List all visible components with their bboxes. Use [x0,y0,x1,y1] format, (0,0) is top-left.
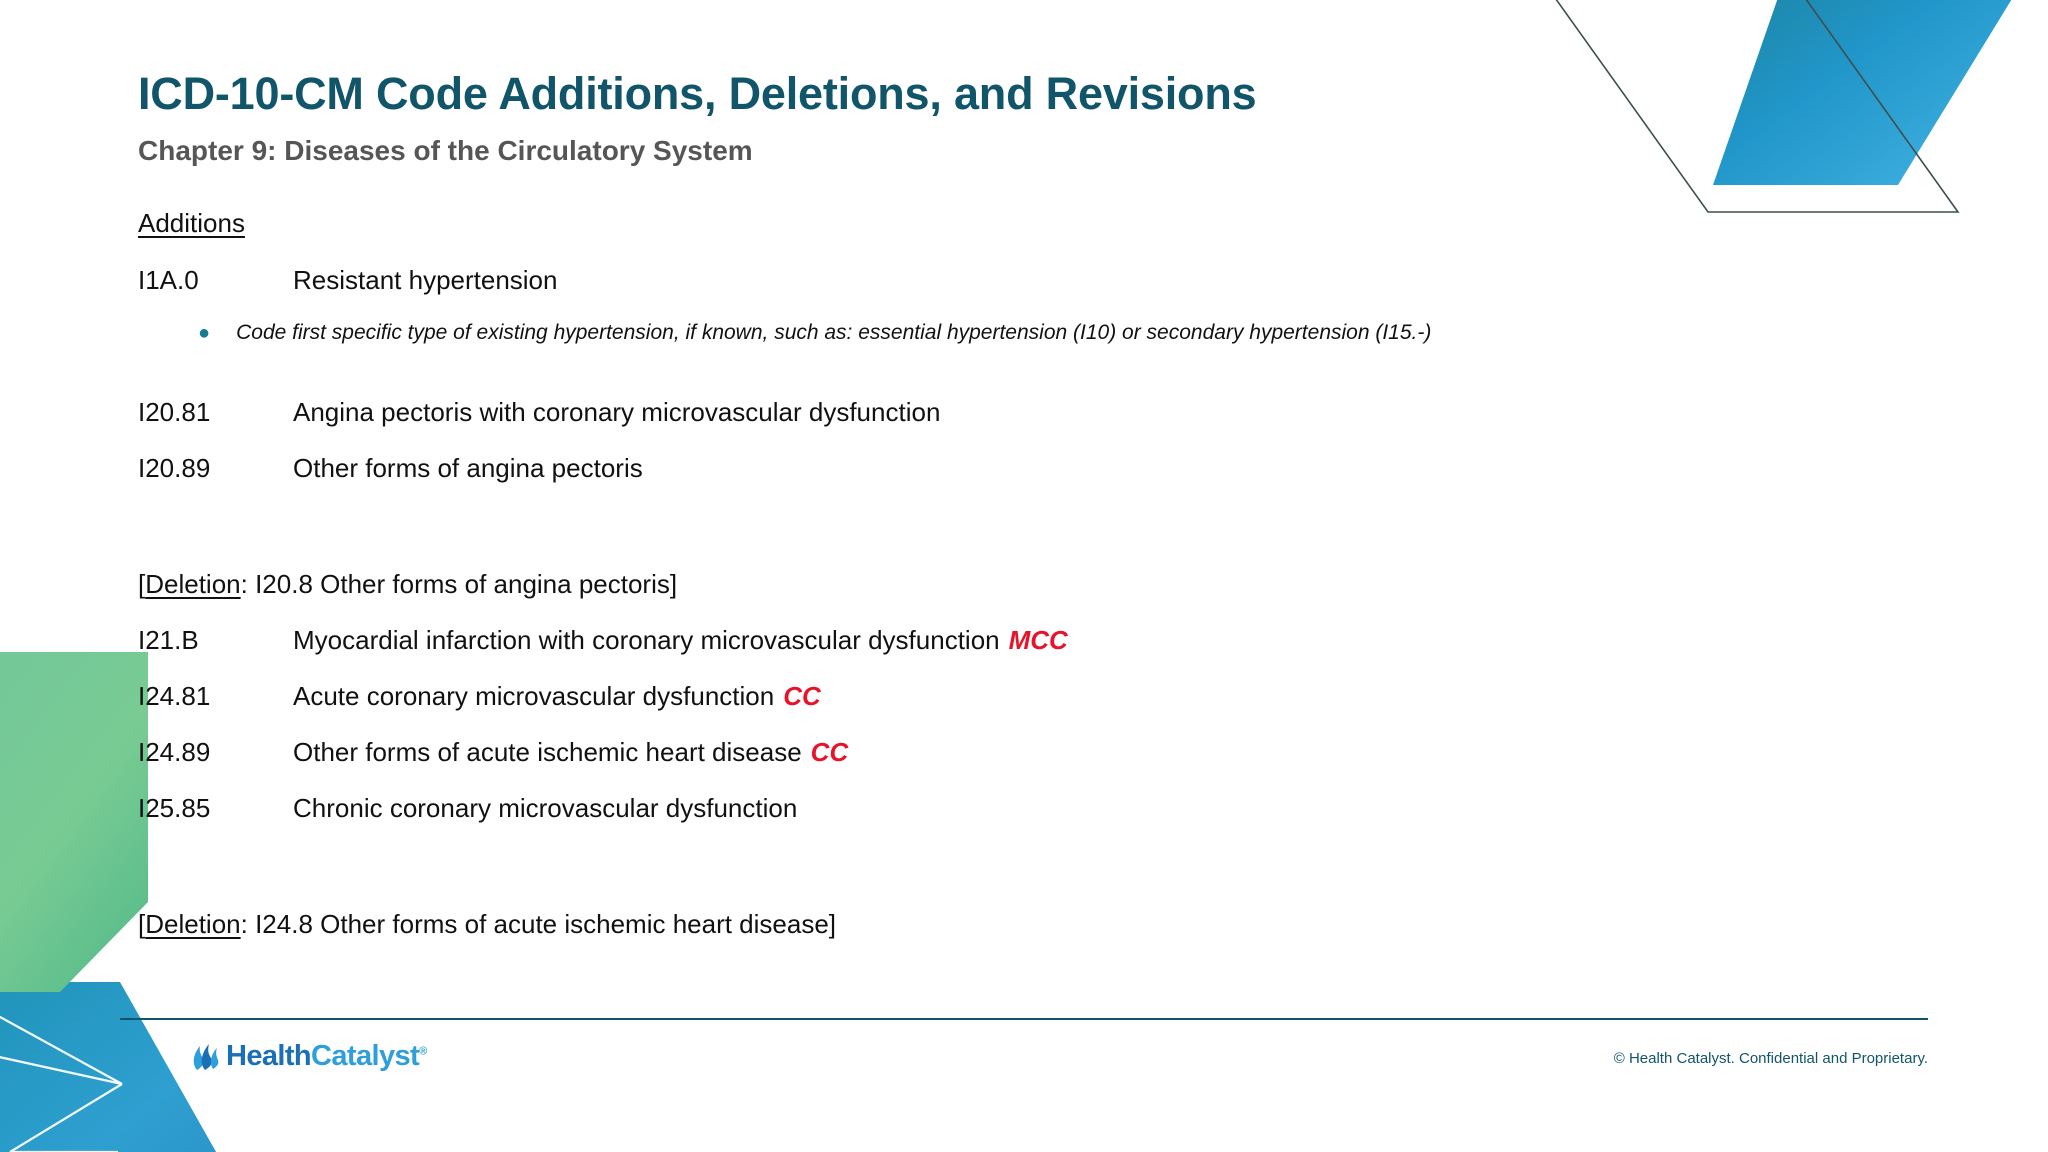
table-row: I20.89 Other forms of angina pectoris [138,453,1898,484]
code-value: I24.81 [138,681,211,711]
status-badge: MCC [1008,625,1068,655]
deletion-text: : I24.8 Other forms of acute ischemic he… [240,909,837,939]
page-title: ICD-10-CM Code Additions, Deletions, and… [138,68,1257,119]
page-subtitle: Chapter 9: Diseases of the Circulatory S… [138,135,753,166]
note-text: Code first specific type of existing hyp… [236,321,1432,344]
code-description: Chronic coronary microvascular dysfuncti… [293,793,798,823]
spacer [138,509,1898,569]
code-value: I24.89 [138,737,211,767]
footer-divider [120,1018,1928,1020]
code-description: Angina pectoris with coronary microvascu… [293,397,941,427]
deletion-note: [Deletion: I20.8 Other forms of angina p… [138,569,1898,600]
table-row: I21.B Myocardial infarction with coronar… [138,625,1898,656]
bullet-dot-icon: ● [198,322,211,344]
status-badge: CC [783,681,821,711]
bracket-open: [ [138,909,146,939]
code-description: Myocardial infarction with coronary micr… [293,625,1000,655]
table-row: I1A.0 Resistant hypertension [138,265,1898,296]
spacer [138,345,1898,397]
registered-mark-icon: ® [419,1044,427,1057]
logo-health-text: Health [226,1039,312,1072]
code-description: Other forms of angina pectoris [293,453,643,483]
slide-body: Additions I1A.0 Resistant hypertension ●… [138,208,1898,965]
health-catalyst-logo: HealthCatalyst® [188,1036,427,1076]
status-badge: CC [810,737,849,767]
deletion-label: Deletion [145,909,241,939]
spacer [138,849,1898,909]
logo-catalyst-text: Catalyst [311,1039,420,1072]
code-value: I20.81 [138,397,211,427]
deletion-label: Deletion [145,569,241,599]
bracket-open: [ [138,569,146,599]
list-item: ● Code first specific type of existing h… [198,321,1898,345]
section-heading-additions: Additions [138,208,245,238]
code-description: Other forms of acute ischemic heart dise… [293,737,802,767]
deletion-note: [Deletion: I24.8 Other forms of acute is… [138,909,1898,940]
code-value: I1A.0 [138,265,199,295]
code-value: I25.85 [138,793,211,823]
table-row: I20.81 Angina pectoris with coronary mic… [138,397,1898,428]
table-row: I24.81 Acute coronary microvascular dysf… [138,681,1898,712]
table-row: I24.89 Other forms of acute ischemic hea… [138,737,1898,768]
copyright-text: © Health Catalyst. Confidential and Prop… [1613,1050,1928,1067]
deletion-text: : I20.8 Other forms of angina pectoris] [240,569,678,599]
code-value: I21.B [138,625,199,655]
code-description: Resistant hypertension [293,265,558,295]
flame-icon [188,1036,222,1077]
code-description: Acute coronary microvascular dysfunction [293,681,775,711]
table-row: I25.85 Chronic coronary microvascular dy… [138,793,1898,824]
logo-wordmark: HealthCatalyst® [226,1040,427,1073]
code-value: I20.89 [138,453,211,483]
